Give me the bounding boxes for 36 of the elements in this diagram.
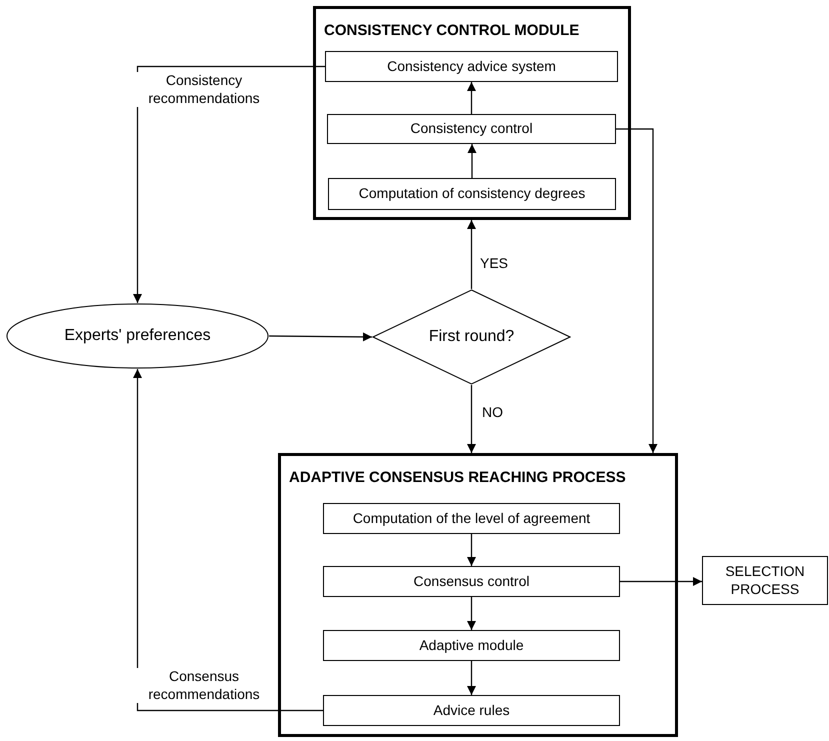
box-label: Consistency control xyxy=(410,120,533,138)
arrow xyxy=(467,385,476,453)
process-box xyxy=(328,178,616,210)
arrow xyxy=(468,144,476,178)
arrow xyxy=(620,577,702,586)
decision-diamond xyxy=(372,289,571,385)
arrow xyxy=(269,332,372,342)
process-box xyxy=(323,566,620,597)
module-box xyxy=(313,6,631,220)
arrow xyxy=(467,597,476,630)
process-box xyxy=(323,630,620,661)
box-label: Adaptive module xyxy=(419,636,524,654)
module-box xyxy=(278,453,678,737)
module-title: ADAPTIVE CONSENSUS REACHING PROCESS xyxy=(289,470,626,485)
arrow xyxy=(467,220,476,289)
arrow xyxy=(467,534,476,566)
box-label: Computation of consistency degrees xyxy=(358,185,586,203)
arrow xyxy=(616,128,658,453)
arrow xyxy=(133,369,323,712)
arrow xyxy=(467,82,476,114)
box-label: Consensus control xyxy=(414,572,530,590)
process-box xyxy=(702,556,828,605)
arrow xyxy=(133,66,325,303)
process-box xyxy=(327,114,616,144)
box-label: Advice rules xyxy=(433,702,510,720)
box-label: Experts' preferences xyxy=(64,326,211,346)
box-label: SELECTION PROCESS xyxy=(724,563,806,598)
process-box xyxy=(325,51,618,82)
module-title: CONSISTENCY CONTROL MODULE xyxy=(324,23,580,38)
box-label: Computation of the level of agreement xyxy=(352,510,590,528)
process-box xyxy=(323,695,620,726)
ellipse-node xyxy=(6,303,269,369)
arrow xyxy=(467,661,476,695)
box-label: Consistency advice system xyxy=(387,58,556,76)
process-box xyxy=(323,503,620,534)
box-label: First round? xyxy=(428,327,514,347)
